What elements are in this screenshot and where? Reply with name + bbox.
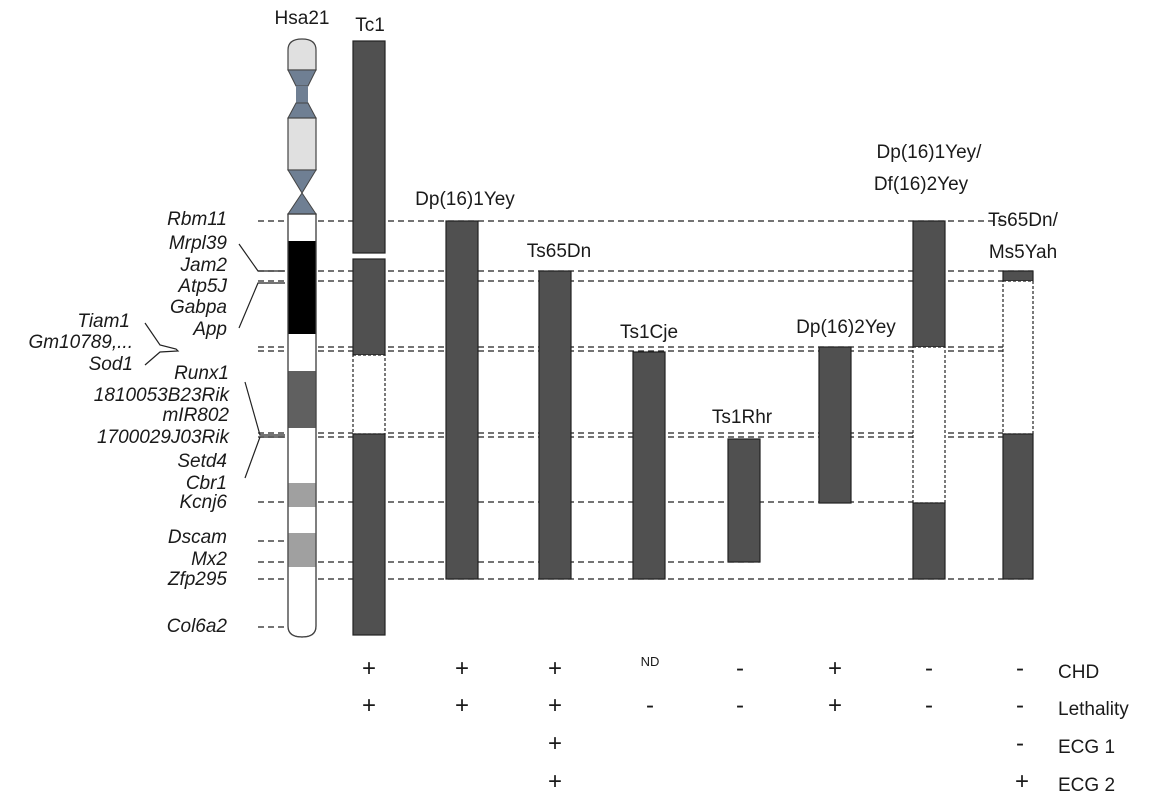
band-q22-11 (288, 483, 316, 507)
pheno-dp16-1yey-lethality: + (455, 692, 469, 719)
p-arm-top (287, 38, 317, 71)
model-label-ms5yah-line2: Ms5Yah (989, 242, 1057, 263)
pheno-dp-df-lethality: - (925, 692, 933, 719)
gene-label-mx2: Mx2 (191, 549, 227, 570)
gene-label-dscam: Dscam (168, 527, 227, 548)
band-q22-2 (288, 533, 316, 567)
bar-dp-df-seg1 (912, 220, 946, 348)
gene-label-sod1: Sod1 (89, 354, 133, 375)
model-bars (352, 40, 1034, 636)
model-label-ts65dn: Ts65Dn (527, 241, 591, 262)
phenotype-row-labels: CHD Lethality ECG 1 ECG 2 (1058, 662, 1129, 796)
row-label-lethality: Lethality (1058, 699, 1129, 720)
pheno-dp-df-chd: - (925, 655, 933, 682)
pheno-dp16-1yey-chd: + (455, 655, 469, 682)
gene-label-runx1: Runx1 (174, 363, 229, 384)
bar-ms5yah-gap (1002, 280, 1034, 435)
pheno-tc1-chd: + (362, 655, 376, 682)
gene-label-mrpl39: Mrpl39 (169, 233, 228, 254)
band-q21-3 (288, 371, 316, 428)
bar-dp16-1yey (445, 220, 479, 580)
gene-label-cbr1: Cbr1 (186, 473, 227, 494)
pheno-ms5yah-chd: - (1016, 655, 1024, 682)
model-labels: Tc1 Dp(16)1Yey Ts65Dn Ts1Cje Ts1Rhr Dp(1… (355, 15, 1058, 428)
bar-tc1-seg1 (352, 40, 386, 254)
row-label-ecg1: ECG 1 (1058, 737, 1115, 758)
model-label-dp16-2yey: Dp(16)2Yey (796, 317, 896, 338)
pheno-ts65dn-ecg2: + (548, 768, 562, 795)
gene-label-tiam1: Tiam1 (77, 311, 130, 332)
bar-ms5yah-seg1 (1002, 270, 1034, 282)
band-q21-1 (288, 241, 316, 334)
row-label-chd: CHD (1058, 662, 1099, 683)
pheno-ms5yah-lethality: - (1016, 692, 1024, 719)
model-label-ts1cje: Ts1Cje (620, 322, 678, 343)
gene-labels: Rbm11 Mrpl39 Jam2 Atp5J Gabpa App Tiam1 … (28, 209, 230, 637)
gene-label-atp5j: Atp5J (177, 276, 227, 297)
pheno-ts1rhr-lethality: - (736, 692, 744, 719)
chromosome-ideogram: Hsa21 (275, 8, 330, 638)
pheno-dp16-2yey-chd: + (828, 655, 842, 682)
connector-setd4-group (244, 436, 285, 479)
gene-label-jam2: Jam2 (180, 255, 228, 276)
row-label-ecg2: ECG 2 (1058, 775, 1115, 796)
pheno-tc1-lethality: + (362, 692, 376, 719)
gene-label-1810053b23rik: 1810053B23Rik (94, 385, 231, 406)
connector-tiam1-sod1 (144, 322, 180, 366)
pheno-ts65dn-ecg1: + (548, 730, 562, 757)
pheno-ts65dn-lethality: + (548, 692, 562, 719)
gene-connectors (144, 243, 285, 479)
model-label-ts1rhr: Ts1Rhr (712, 407, 773, 428)
gene-label-app: App (192, 319, 227, 340)
model-label-tc1: Tc1 (355, 15, 385, 36)
gene-label-zfp295: Zfp295 (167, 569, 228, 590)
gene-label-col6a2: Col6a2 (167, 616, 228, 637)
centromere-upper (287, 169, 317, 194)
gene-label-gm10789: Gm10789,... (28, 332, 133, 353)
stalk-lower (287, 102, 317, 119)
connector-runx1-group (244, 381, 285, 436)
gene-label-gabpa: Gabpa (170, 297, 227, 318)
gene-label-1700029j03rik: 1700029J03Rik (97, 427, 231, 448)
model-label-ms5yah-line1: Ts65Dn/ (988, 210, 1058, 231)
pheno-ts1cje-lethality: - (646, 692, 654, 719)
model-label-dp16-1yey: Dp(16)1Yey (415, 189, 515, 210)
bar-dp16-2yey (818, 346, 852, 504)
pheno-ms5yah-ecg2: + (1015, 768, 1029, 795)
gene-label-kcnj6: Kcnj6 (179, 492, 227, 513)
bar-tc1-gap (352, 354, 386, 435)
phenotype-grid: + + + ND - + - - + + + - - + - - + - + + (362, 654, 1029, 795)
pheno-ts1rhr-chd: - (736, 655, 744, 682)
bar-dp-df-gap (912, 346, 946, 504)
centromere-lower (287, 192, 317, 215)
bar-tc1-seg3 (352, 433, 386, 636)
bar-ts1rhr (727, 438, 761, 563)
pheno-dp16-2yey-lethality: + (828, 692, 842, 719)
bar-ms5yah-seg2 (1002, 433, 1034, 580)
bar-ts65dn (538, 270, 572, 580)
chromosome-label: Hsa21 (275, 8, 330, 29)
pheno-ms5yah-ecg1: - (1016, 730, 1024, 757)
gene-label-rbm11: Rbm11 (167, 209, 227, 230)
stalk (296, 86, 308, 103)
model-label-dp-df-line1: Dp(16)1Yey/ (877, 142, 983, 163)
pheno-ts1cje-chd: ND (641, 654, 660, 669)
q-arm-outline (287, 213, 317, 638)
connector-mrpl39-jam2 (238, 243, 285, 272)
p-arm-satellite (287, 117, 317, 171)
model-label-dp-df-line2: Df(16)2Yey (874, 174, 969, 195)
connector-atp5j-app (238, 282, 285, 329)
stalk-upper (287, 69, 317, 87)
bar-tc1-seg2 (352, 258, 386, 356)
bar-dp-df-seg2 (912, 502, 946, 580)
gene-label-mir802: mIR802 (162, 405, 229, 426)
bar-ts1cje (632, 351, 666, 580)
gene-label-setd4: Setd4 (177, 451, 227, 472)
pheno-ts65dn-chd: + (548, 655, 562, 682)
